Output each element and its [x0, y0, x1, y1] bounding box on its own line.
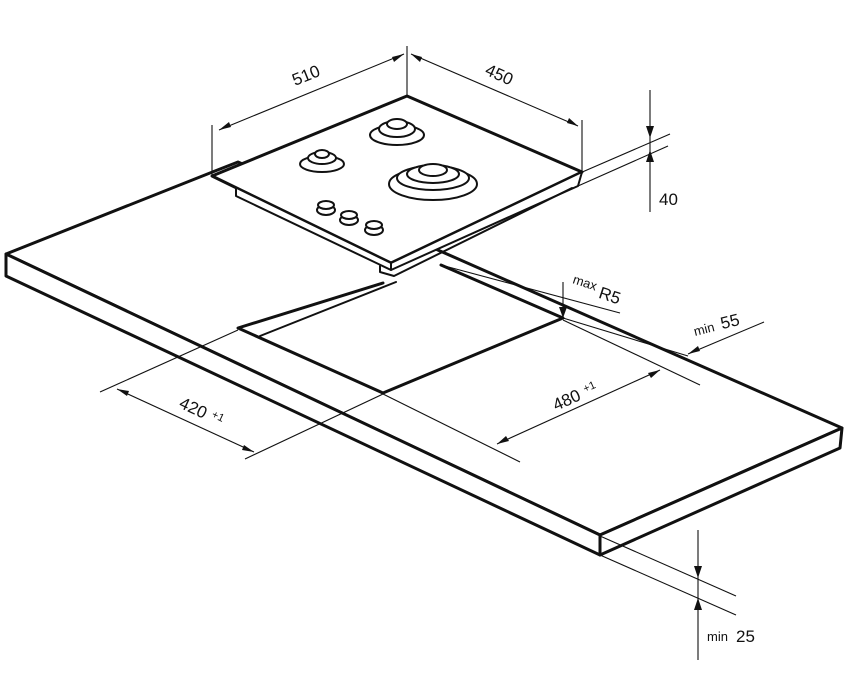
knob-1	[316, 200, 336, 216]
corner-radius-label: R5	[596, 283, 623, 308]
hob	[210, 94, 584, 277]
hob-depth-label: 450	[482, 60, 516, 89]
edge-margin-note: min 55	[440, 264, 765, 357]
hob-height-label: 40	[659, 190, 678, 209]
knob-3	[364, 220, 384, 236]
cutout-width-tolerance: +1	[581, 379, 597, 395]
dimension-40: 40	[577, 90, 678, 212]
edge-margin-label: 55	[719, 310, 742, 333]
burner-large	[369, 118, 425, 146]
burner-small	[299, 149, 345, 173]
cutout-side-edge	[259, 281, 397, 337]
worktop-thickness-label: 25	[736, 627, 755, 646]
corner-radius-prefix: max	[571, 272, 599, 294]
edge-margin-prefix: min	[692, 319, 716, 339]
hob-width-label: 510	[289, 61, 322, 89]
worktop	[4, 160, 844, 557]
hob-body	[211, 175, 392, 271]
burner-wok	[388, 163, 478, 201]
worktop-thickness-note: min 25	[599, 530, 755, 660]
cutout-depth-tolerance: +1	[210, 409, 226, 425]
hob-underside	[379, 187, 573, 277]
cutout-back-edge	[440, 264, 564, 319]
cutout	[236, 263, 565, 395]
worktop-right-edge	[598, 426, 844, 557]
knob-2	[339, 210, 359, 226]
worktop-thickness-prefix: min	[707, 629, 728, 644]
